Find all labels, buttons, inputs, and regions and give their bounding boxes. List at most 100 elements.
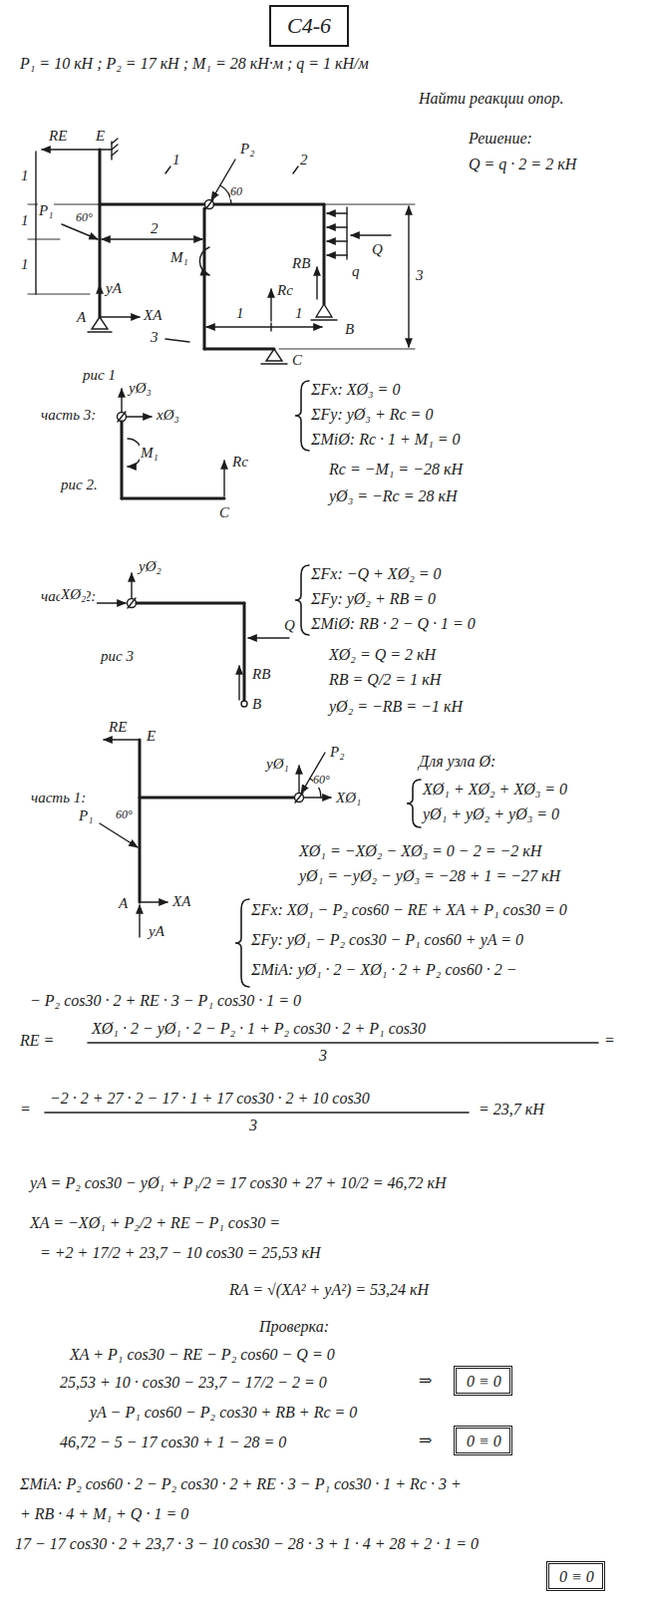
boxed-text: 0 ≡ 0	[466, 1372, 500, 1391]
handwritten-equation: ΣMiØ: Rc · 1 + M₁ = 0	[311, 430, 461, 449]
figure-label: B	[251, 695, 263, 713]
handwritten-equation: P₁ = 10 кН ; P₂ = 17 кН ; M₁ = 28 кН·м ;…	[19, 54, 369, 73]
figure-label: 1	[19, 256, 30, 274]
handwritten-equation: = 23,7 кН	[478, 1100, 545, 1119]
figure-label: Q	[283, 617, 297, 635]
figure-label: E	[145, 727, 157, 745]
handwritten-equation: Q = q · 2 = 2 кН	[468, 155, 577, 174]
handwritten-equation: XØ₁ + XØ₂ + XØ₃ = 0	[422, 780, 568, 799]
part-2-figure	[94, 573, 290, 707]
figure-label: XØ₁	[334, 789, 362, 807]
handwritten-equation: 25,53 + 10 · cos30 − 23,7 − 17/2 − 2 = 0	[59, 1373, 327, 1392]
figure-label: Rc	[276, 282, 295, 300]
handwritten-equation: ΣFx: XØ₃ = 0	[311, 380, 400, 399]
figure-label: XØ₂	[59, 586, 87, 604]
figure-label: B	[343, 321, 355, 338]
handwritten-equation: − P₂ cos30 · 2 + RE · 3 − P₁ cos30 · 1 =…	[29, 991, 302, 1010]
handwritten-equation: yA − P₁ cos60 − P₂ cos30 + RB + Rc = 0	[89, 1403, 357, 1422]
handwritten-equation: = +2 + 17/2 + 23,7 − 10 cos30 = 25,53 кН	[39, 1244, 322, 1263]
figure-label: RE	[107, 718, 128, 736]
handwritten-equation: yA = P₂ cos30 − yØ₁ + P₁/2 = 17 cos30 + …	[29, 1174, 447, 1193]
handwritten-equation: Rc = −M₁ = −28 кН	[328, 460, 463, 479]
handwritten-equation: =	[604, 1031, 616, 1050]
figure-label: M₁	[169, 249, 190, 267]
handwritten-equation: Решение:	[468, 129, 533, 148]
part-3-figure	[117, 388, 226, 499]
figure-label: q	[350, 263, 361, 281]
handwritten-equation: yØ₁ + yØ₂ + yØ₃ = 0	[422, 805, 560, 824]
figure-label: M₁	[139, 444, 160, 462]
handwritten-equation: =	[19, 1100, 31, 1119]
handwritten-equation: ΣMiA: P₂ cos60 · 2 − P₂ cos30 · 2 + RE ·…	[19, 1475, 462, 1494]
handwritten-equation: 3	[319, 1046, 327, 1065]
handwritten-equation: yØ₁ = −yØ₂ − yØ₃ = −28 + 1 = −27 кН	[299, 867, 561, 886]
handwritten-equation: RB = Q/2 = 1 кН	[328, 670, 441, 689]
figure-label: yA	[104, 280, 123, 298]
figure-label: рис 3	[99, 648, 135, 665]
handwritten-equation: ΣMiØ: RB · 2 − Q · 1 = 0	[311, 615, 476, 634]
figure-label: 2	[299, 151, 310, 169]
handwritten-equation: ⇒	[418, 1371, 432, 1390]
handwritten-equation: ⇒	[418, 1431, 432, 1450]
figure-label: 60°	[115, 808, 133, 823]
figure-label: 1	[235, 305, 246, 323]
handwritten-equation: 17 − 17 cos30 · 2 + 23,7 · 3 − 10 cos30 …	[14, 1535, 479, 1554]
figure-label: XA	[142, 307, 163, 324]
figure-label: 1	[19, 167, 30, 185]
figure-label: P₁	[77, 807, 94, 825]
boxed-text: C4-6	[287, 12, 331, 39]
figure-label: Rc	[231, 453, 250, 471]
handwritten-equation: yØ₃ = −Rc = 28 кН	[328, 487, 458, 506]
handwritten-equation: RE =	[19, 1031, 54, 1050]
figure-label: P₂	[239, 140, 256, 158]
figure-label: RB	[251, 665, 272, 683]
handwritten-equation: ΣFx: XØ₁ − P₂ cos60 − RE + XA + P₁ cos30…	[251, 901, 568, 920]
handwritten-equation: ΣMiA: yØ₁ · 2 − XØ₁ · 2 + P₂ cos60 · 2 −	[251, 961, 518, 979]
figure-label: xØ₃	[155, 406, 181, 424]
handwritten-equation: RA = √(XA² + yA²) = 53,24 кН	[229, 1281, 429, 1299]
figure-label: рис 1	[81, 366, 117, 384]
problem-number-box: C4-6	[269, 4, 349, 47]
handwritten-equation: 3	[249, 1116, 258, 1135]
figure-label: E	[94, 127, 106, 145]
structure-figure	[27, 138, 415, 364]
boxed-text: 0 ≡ 0	[559, 1568, 593, 1587]
figure-label: RE	[47, 127, 68, 145]
handwritten-equation: XØ₁ · 2 − yØ₁ · 2 − P₂ · 1 + P₂ cos30 · …	[91, 1019, 426, 1038]
handwritten-equation: ΣFx: −Q + XØ₂ = 0	[311, 565, 442, 584]
handwritten-equation: + RB · 4 + M₁ + Q · 1 = 0	[19, 1505, 189, 1524]
figure-label: yØ₂	[137, 558, 163, 576]
figure-label: 60°	[313, 773, 330, 788]
boxed-text: 0 ≡ 0	[466, 1432, 500, 1451]
figure-label: 1	[171, 151, 182, 169]
handwritten-equation: 46,72 − 5 − 17 cos30 + 1 − 28 = 0	[59, 1433, 287, 1452]
handwritten-equation: XØ₁ = −XØ₂ − XØ₃ = 0 − 2 = −2 кН	[299, 842, 542, 861]
figure-label: C	[291, 351, 304, 369]
figure-label: P₂	[328, 743, 345, 761]
figure-label: A	[117, 895, 129, 913]
figure-label: A	[75, 309, 87, 326]
figure-label: часть 1:	[29, 789, 87, 807]
figure-label: 3	[149, 328, 160, 346]
figure-label: Q	[370, 241, 384, 259]
figure-label: yØ₁	[265, 755, 291, 773]
figure-label: 3	[414, 267, 425, 285]
figure-label: 1	[294, 305, 305, 323]
handwritten-equation: Проверка:	[259, 1317, 329, 1336]
handwritten-equation: −2 · 2 + 27 · 2 − 17 · 1 + 17 cos30 · 2 …	[49, 1089, 370, 1108]
figure-label: 1	[19, 212, 30, 230]
figure-label: yØ₃	[127, 379, 153, 397]
check-result-box: 0 ≡ 0	[453, 1425, 513, 1456]
handwritten-equation: yØ₂ = −RB = −1 кН	[328, 697, 463, 716]
handwritten-equation: ΣFy: yØ₂ + RB = 0	[311, 590, 436, 609]
handwritten-equation: XA = −XØ₁ + P₂/2 + RE − P₁ cos30 =	[29, 1214, 281, 1233]
handwritten-equation: XØ₂ = Q = 2 кН	[328, 646, 436, 664]
figure-label: 2	[149, 220, 160, 238]
check-result-box: 0 ≡ 0	[546, 1561, 606, 1592]
figure-label: 60°	[75, 211, 93, 226]
handwritten-equation: XA + P₁ cos30 − RE − P₂ cos60 − Q = 0	[69, 1345, 335, 1364]
figure-label: 60	[230, 185, 243, 200]
handwritten-equation: Для узла Ø:	[418, 752, 496, 771]
figure-label: yA	[147, 923, 166, 941]
handwritten-equation: Найти реакции опор.	[418, 89, 564, 108]
